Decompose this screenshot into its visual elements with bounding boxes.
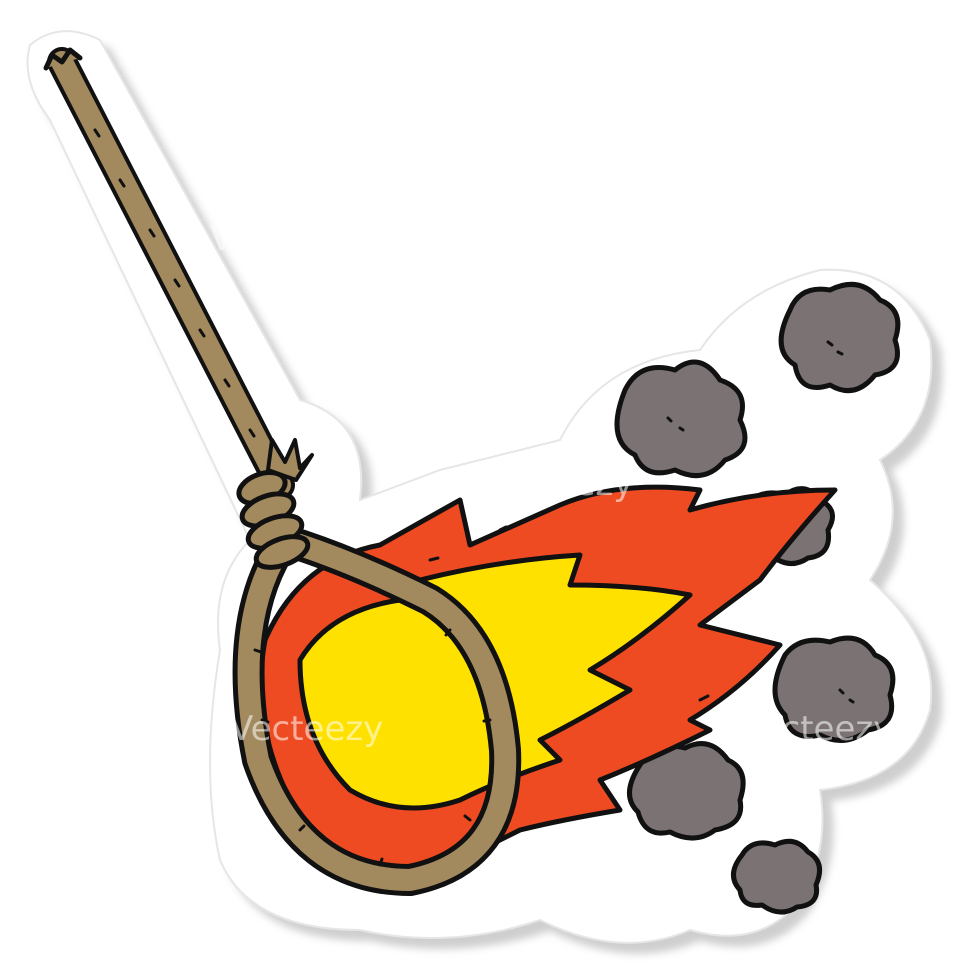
noose-icon (43, 47, 522, 896)
flame-detail-marks (428, 525, 710, 702)
watermark-text: Vecteezy (480, 464, 633, 504)
watermark-text: Vecteezy (740, 709, 893, 749)
smoke-cloud-icon (614, 281, 901, 915)
watermark-text: Vecteezy (230, 709, 383, 749)
smoke-detail-marks (666, 340, 855, 704)
watermark-text: Vecteezy (700, 219, 853, 259)
watermark-text: Vecteezy (210, 219, 363, 259)
watermark-text: ecteezy (0, 464, 133, 504)
watermark-layer: Vecteezy Vecteezy ecteezy Vecteezy Vecte… (0, 219, 893, 749)
